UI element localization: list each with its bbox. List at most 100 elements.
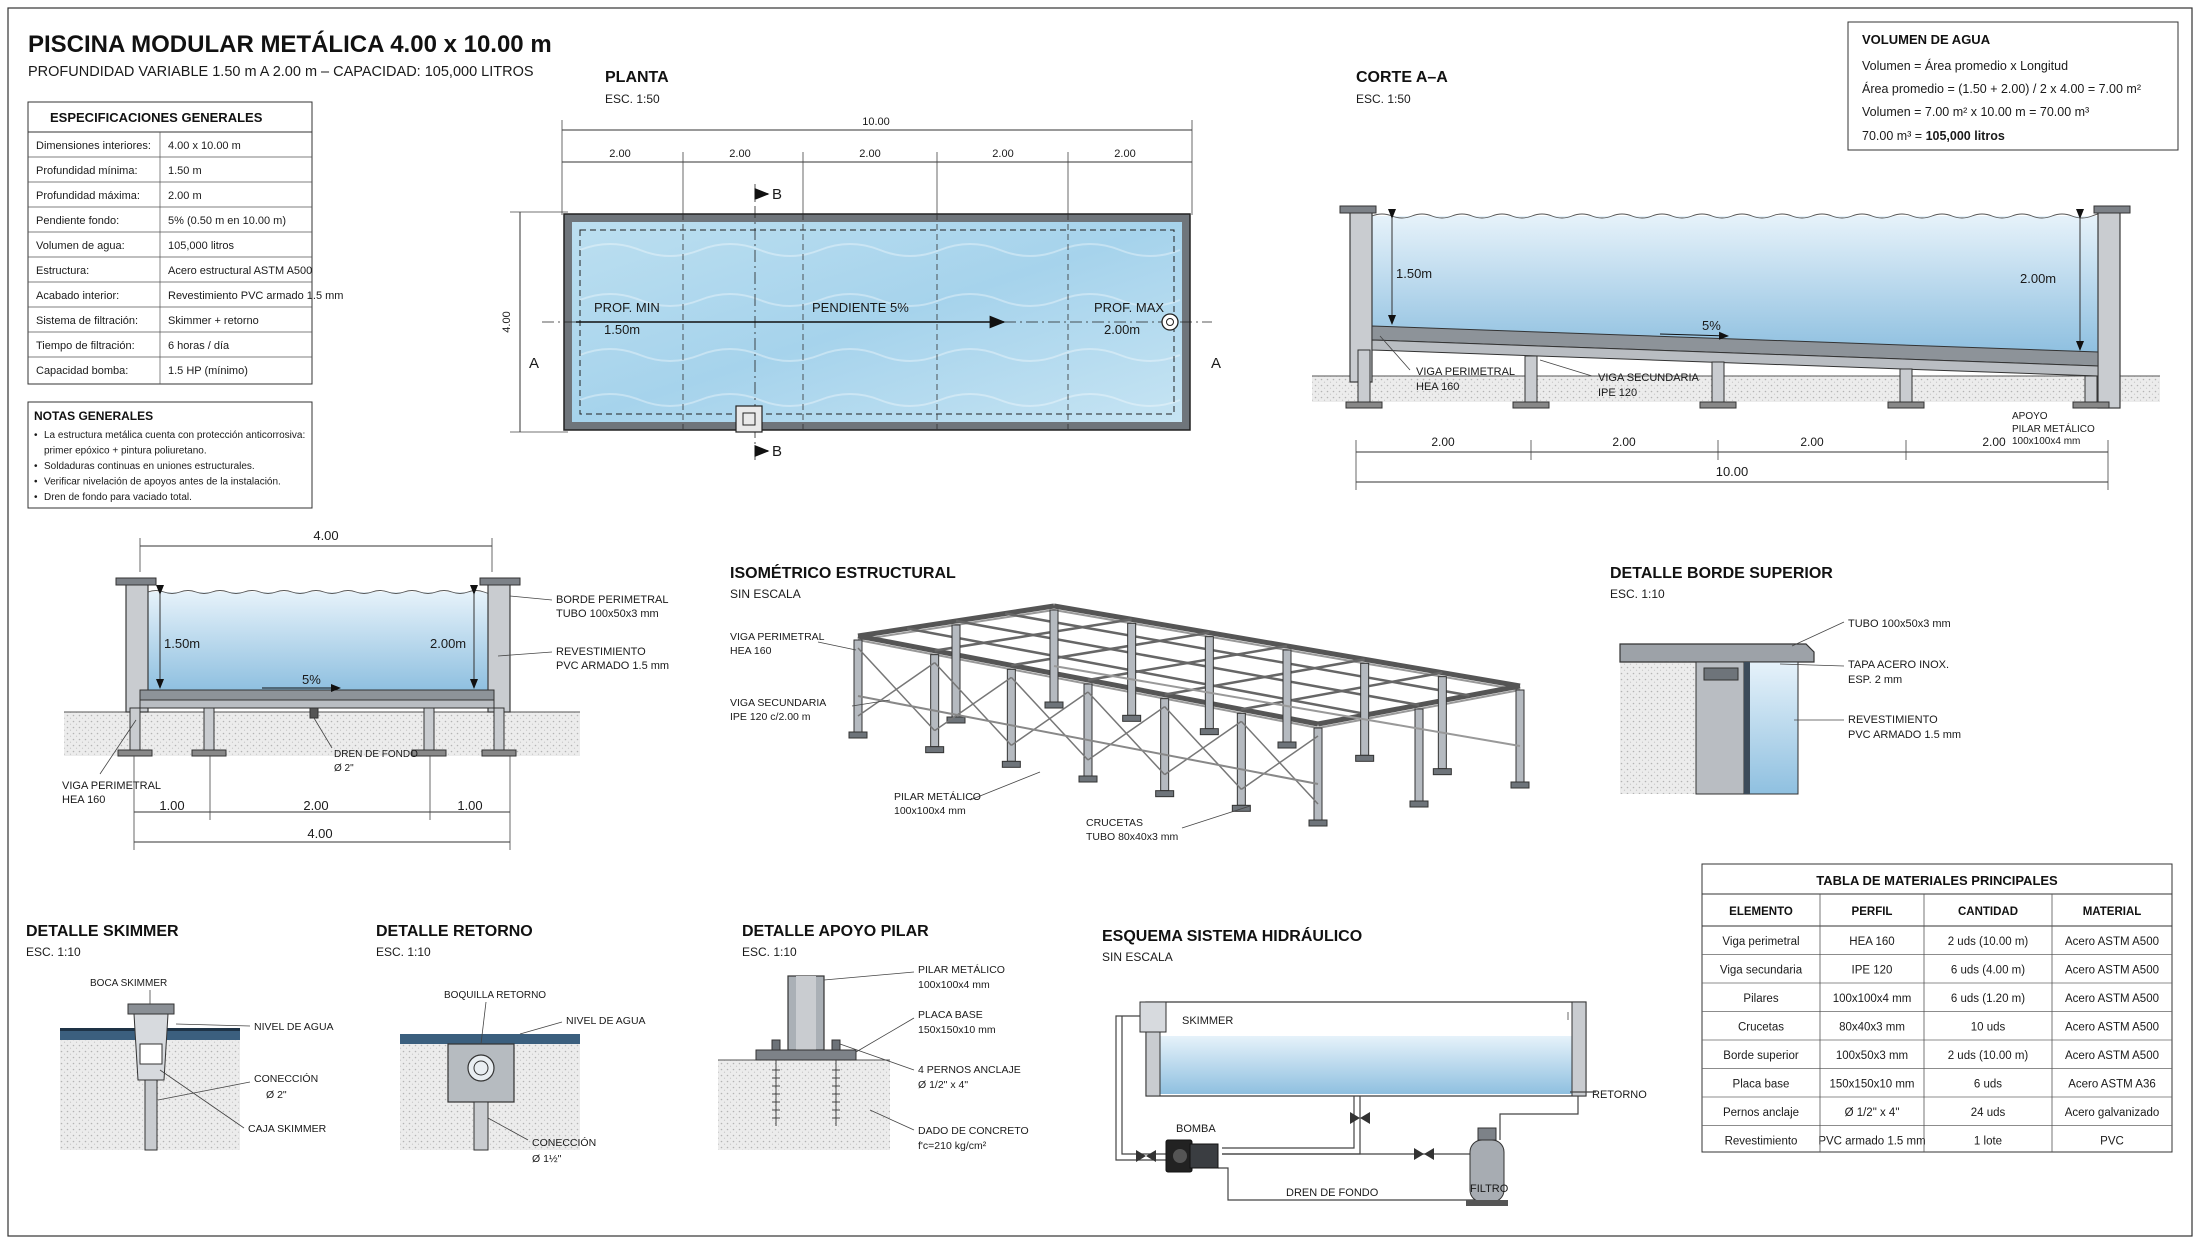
- materials-cell: 10 uds: [1971, 1022, 2006, 1034]
- cross-dren-2: Ø 2": [334, 763, 354, 774]
- materials-header: CANTIDAD: [1958, 906, 2018, 918]
- volume-line-3: Volumen = 7.00 m² x 10.00 m = 70.00 m³: [1862, 105, 2089, 119]
- plan-prof-max-value: 2.00m: [1104, 322, 1140, 337]
- plan-seg-5: 2.00: [1114, 148, 1135, 160]
- hydraulic-scale: SIN ESCALA: [1102, 950, 1173, 964]
- spec-label: Volumen de agua:: [36, 240, 125, 252]
- skimmer-conexion-1: CONECCIÓN: [254, 1072, 318, 1085]
- spec-value: 105,000 litros: [168, 240, 235, 252]
- pillar-detail: DETALLE APOYO PILAR ESC. 1:10 PILAR METÁ…: [718, 923, 1029, 1152]
- note-item: Dren de fondo para vaciado total.: [44, 492, 192, 503]
- cross-depth-max: 2.00m: [430, 636, 466, 651]
- edge-tapa-1: TAPA ACERO INOX.: [1848, 659, 1949, 671]
- note-bullet: •: [34, 461, 38, 472]
- iso-pilar-1: PILAR METÁLICO: [894, 790, 981, 803]
- materials-cell: PVC: [2100, 1136, 2124, 1148]
- hydraulic-bomba-label: BOMBA: [1176, 1123, 1216, 1135]
- materials-cell: Placa base: [1733, 1079, 1790, 1091]
- return-conexion-1: CONECCIÓN: [532, 1136, 596, 1149]
- cross-revest-1: REVESTIMIENTO: [556, 646, 646, 658]
- pillar-dado-1: DADO DE CONCRETO: [918, 1125, 1029, 1137]
- materials-header: ELEMENTO: [1729, 906, 1793, 918]
- plan-slope-label: PENDIENTE 5%: [812, 300, 909, 315]
- drawing-subtitle: PROFUNDIDAD VARIABLE 1.50 m A 2.00 m – C…: [28, 64, 534, 80]
- plan-seg-1: 2.00: [609, 148, 630, 160]
- plan-section-a-left: A: [529, 355, 539, 372]
- cross-borde-1: BORDE PERIMETRAL: [556, 594, 668, 606]
- materials-cell: 24 uds: [1971, 1107, 2006, 1119]
- hydraulic-pool-water: [1160, 1036, 1572, 1094]
- materials-cell: 2 uds (10.00 m): [1948, 1050, 2029, 1062]
- isometric-view: ISOMÉTRICO ESTRUCTURAL SIN ESCALA VIGA P…: [730, 563, 1530, 843]
- plan-prof-min-label: PROF. MIN: [594, 300, 660, 315]
- cross-dren-1: DREN DE FONDO: [334, 749, 418, 760]
- skimmer-nivel: NIVEL DE AGUA: [254, 1021, 334, 1033]
- materials-cell: HEA 160: [1849, 936, 1894, 948]
- plan-section-a-right: A: [1211, 355, 1221, 372]
- volume-line-1: Volumen = Área promedio x Longitud: [1862, 58, 2068, 73]
- note-item: primer epóxico + pintura poliuretano.: [44, 446, 207, 457]
- spec-label: Estructura:: [36, 265, 89, 277]
- materials-cell: 6 uds: [1974, 1079, 2002, 1091]
- pillar-title: DETALLE APOYO PILAR: [742, 923, 929, 940]
- drawing-title: PISCINA MODULAR METÁLICA 4.00 x 10.00 m: [28, 30, 552, 58]
- cross-slope: 5%: [302, 672, 321, 687]
- section-aa-total: 10.00: [1716, 464, 1749, 479]
- materials-cell: 2 uds (10.00 m): [1948, 936, 2029, 948]
- materials-title: TABLA DE MATERIALES PRINCIPALES: [1816, 873, 2058, 888]
- cross-seg-2: 2.00: [303, 798, 328, 813]
- cross-revest-2: PVC ARMADO 1.5 mm: [556, 660, 669, 672]
- section-aa-viga-perimetral-2: HEA 160: [1416, 381, 1459, 393]
- edge-revest-2: PVC ARMADO 1.5 mm: [1848, 729, 1961, 741]
- materials-cell: Ø 1/2" x 4": [1845, 1107, 1900, 1119]
- hydraulic-filtro-label: FILTRO: [1470, 1183, 1509, 1195]
- spec-label: Pendiente fondo:: [36, 215, 119, 227]
- specs-title: ESPECIFICACIONES GENERALES: [50, 110, 263, 125]
- specs-table: ESPECIFICACIONES GENERALES Dimensiones i…: [27, 101, 343, 385]
- materials-table: TABLA DE MATERIALES PRINCIPALES ELEMENTO…: [1701, 863, 2173, 1153]
- edge-title: DETALLE BORDE SUPERIOR: [1610, 565, 1833, 582]
- cross-total: 4.00: [307, 826, 332, 841]
- spec-label: Dimensiones interiores:: [36, 140, 151, 152]
- spec-label: Profundidad máxima:: [36, 190, 140, 202]
- volume-box: VOLUMEN DE AGUA Volumen = Área promedio …: [1847, 21, 2179, 151]
- plan-section-b-top: B: [772, 186, 782, 203]
- plan-total-dim: 10.00: [862, 116, 890, 128]
- materials-cell: Revestimiento: [1725, 1136, 1798, 1148]
- materials-cell: Acero ASTM A500: [2065, 1050, 2159, 1062]
- spec-label: Sistema de filtración:: [36, 315, 138, 327]
- materials-cell: Crucetas: [1738, 1022, 1784, 1034]
- cross-viga-2: HEA 160: [62, 794, 105, 806]
- section-aa-seg-1: 2.00: [1431, 435, 1455, 449]
- spec-value: 5% (0.50 m en 10.00 m): [168, 215, 286, 227]
- plan-section-b-bottom: B: [772, 443, 782, 460]
- cross-section: 4.00 1.50m 2.00m 5% BORDE PERIMETRAL TUB…: [62, 528, 669, 850]
- iso-title: ISOMÉTRICO ESTRUCTURAL: [730, 563, 956, 582]
- valve-icon: [1350, 1112, 1370, 1124]
- section-aa-apoyo-2: PILAR METÁLICO: [2012, 422, 2095, 435]
- materials-cell: IPE 120: [1852, 965, 1893, 977]
- cross-water: [148, 592, 488, 690]
- valve-icon: [1136, 1150, 1156, 1162]
- pillar-scale: ESC. 1:10: [742, 945, 797, 959]
- plan-title: PLANTA: [605, 69, 669, 86]
- cross-seg-3: 1.00: [457, 798, 482, 813]
- section-aa: CORTE A–A ESC. 1:50 1.50m 2.00m 5%: [1312, 69, 2160, 490]
- edge-detail: DETALLE BORDE SUPERIOR ESC. 1:10 TUBO 10…: [1610, 565, 1961, 795]
- materials-header: MATERIAL: [2083, 906, 2142, 918]
- spec-value: 6 horas / día: [168, 340, 230, 352]
- hydraulic-skimmer: [1139, 1001, 1167, 1033]
- section-aa-slope: 5%: [1702, 318, 1721, 333]
- plan-seg-3: 2.00: [859, 148, 880, 160]
- plan-prof-min-value: 1.50m: [604, 322, 640, 337]
- plan-prof-max-label: PROF. MAX: [1094, 300, 1164, 315]
- return-detail: DETALLE RETORNO ESC. 1:10 BOQUILLA RETOR…: [376, 923, 646, 1165]
- spec-label: Acabado interior:: [36, 290, 119, 302]
- materials-cell: Acero ASTM A500: [2065, 1022, 2159, 1034]
- pillar-pilar-1: PILAR METÁLICO: [918, 963, 1005, 976]
- cross-borde-2: TUBO 100x50x3 mm: [556, 608, 659, 620]
- section-aa-seg-3: 2.00: [1800, 435, 1824, 449]
- hydraulic-skimmer-label: SKIMMER: [1182, 1015, 1233, 1027]
- materials-cell: 100x50x3 mm: [1836, 1050, 1908, 1062]
